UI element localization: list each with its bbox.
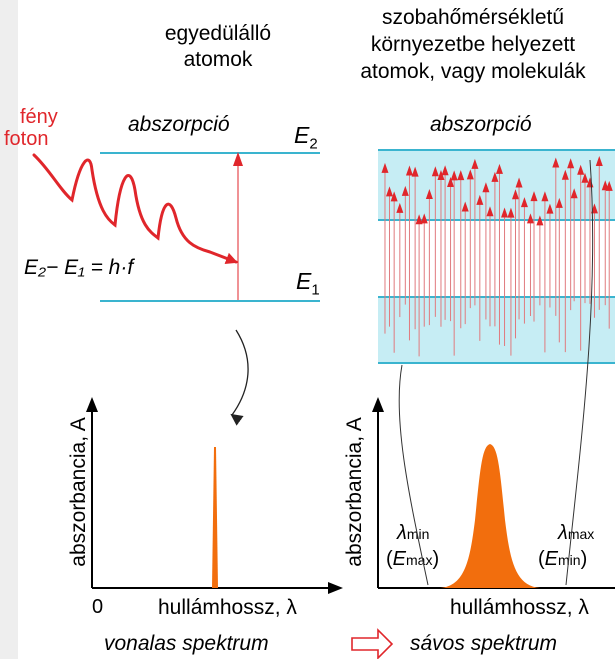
upper-energy-band [378,150,615,220]
right-title-line2: környezetbe helyezett [370,33,576,56]
left-x-axis-label: hullámhossz, λ [158,596,297,619]
energy-equation: E₂− E₁ = h·f [24,256,134,279]
band-spectrum-label: sávos spektrum [410,632,558,655]
band-arrowhead [491,171,499,182]
band-arrowhead [577,164,585,175]
left-x-origin: 0 [92,596,104,618]
band-arrowhead [450,170,458,181]
right-y-axis-arrowhead [372,397,384,412]
band-arrowhead [507,207,515,218]
band-arrowhead [536,215,544,226]
band-arrowhead [420,213,428,224]
band-arrowhead [431,166,439,177]
band-arrowhead [541,191,549,202]
band-arrowhead [476,194,484,205]
lower-energy-band [378,297,615,363]
left-absorption-arrowhead [233,152,243,166]
band-arrowhead [447,177,455,188]
band-arrowhead [405,165,413,176]
band-arrowhead [486,206,494,217]
band-arrowhead [461,201,469,212]
band-arrowhead [605,180,613,191]
band-arrowhead [511,189,519,200]
band-arrowhead [385,186,393,197]
photon-label-line2: foton [4,128,49,150]
E2-label: E2 [294,122,318,153]
band-arrowhead [390,191,398,202]
e-max-label: (Emax) [386,548,440,570]
band-arrowhead [530,191,538,202]
left-connector-arrow [230,329,249,426]
band-arrowhead [520,197,528,208]
band-arrowhead [471,158,479,169]
band-arrowhead [441,165,449,176]
band-arrowhead [495,163,503,174]
band-arrowhead [381,162,389,173]
band-arrowhead [466,169,474,180]
e-min-label: (Emin) [538,548,588,570]
band-arrowhead [595,156,603,167]
band-arrowhead [546,203,554,214]
band-arrowhead [570,188,578,199]
line-spectrum-label: vonalas spektrum [104,632,269,655]
band-arrowhead [437,169,445,180]
left-title-line2: atomok [183,48,253,71]
lambda-max-label: λmax [558,522,595,544]
right-x-axis-label: hullámhossz, λ [450,596,589,619]
band-arrowhead [401,185,409,196]
band-arrowhead [581,172,589,183]
right-title-line3: atomok, vagy molekulák [360,60,586,83]
band-arrowhead [555,197,563,208]
transition-arrow-icon [351,628,394,659]
band-arrowhead [501,207,509,218]
band-absorption-arrows [381,156,613,357]
photon-wave [32,153,238,265]
right-process-label: abszorpció [430,113,532,136]
lambda-min-connector [398,364,429,586]
line-spectrum-peak [212,447,218,588]
band-arrowhead [515,177,523,188]
lambda-max-connector [565,159,594,586]
left-title-line1: egyedülálló [164,22,272,45]
band-arrowhead [457,170,465,181]
left-process-label: abszorpció [128,113,230,136]
band-spectrum-peak [440,444,540,588]
band-arrowhead [396,202,404,213]
band-arrowhead [552,157,560,168]
lambda-min-label: λmin [397,522,430,544]
right-title-line1: szobahőmérsékletű [381,6,565,29]
left-x-axis-arrowhead [328,582,343,594]
photon-label-line1: fény [20,106,58,128]
band-arrowhead [415,214,423,225]
left-y-axis-arrowhead [86,397,98,412]
band-arrowhead [526,213,534,224]
band-arrowhead [482,182,490,193]
E1-label: E1 [296,268,320,299]
band-arrowhead [561,169,569,180]
band-arrowhead [425,189,433,200]
band-arrowhead [411,166,419,177]
band-arrowhead [567,158,575,169]
